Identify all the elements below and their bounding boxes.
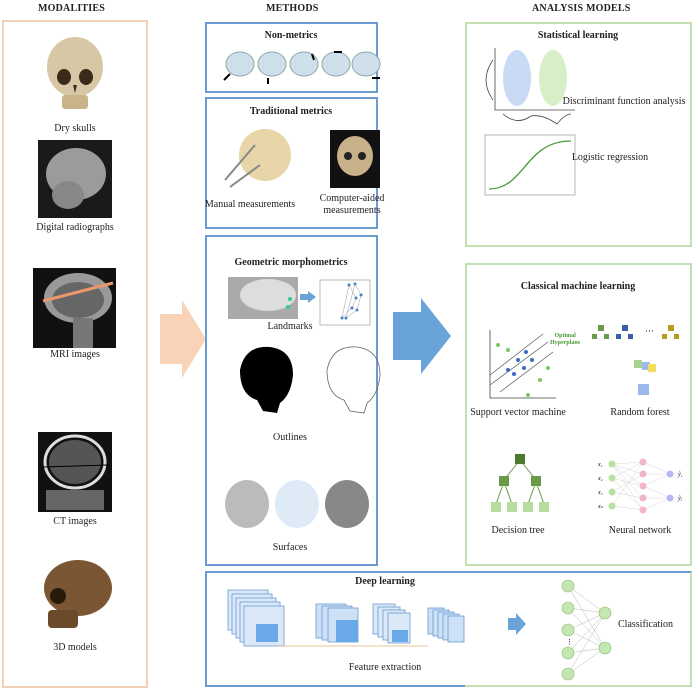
statistical-learning-title: Statistical learning — [537, 30, 619, 41]
label-digital-radiographs: Digital radiographs — [36, 222, 114, 233]
label-computer-aided-1: Computer-aided — [319, 193, 385, 204]
svg-text:xₙ: xₙ — [597, 504, 604, 510]
svg-text:x₁: x₁ — [597, 462, 603, 468]
svg-text:ŷ₁: ŷ₁ — [677, 472, 683, 478]
orange-arrow-icon — [160, 300, 206, 378]
label-manual-measurements: Manual measurements — [204, 199, 296, 210]
classical-ml-panel — [465, 263, 692, 566]
svg-text:···: ··· — [645, 326, 654, 336]
small-arrow-icon — [300, 291, 316, 303]
label-feature-extraction: Feature extraction — [348, 662, 422, 673]
svm-plot — [489, 330, 556, 399]
cnn-feature-maps — [227, 589, 465, 647]
random-forest-diagram: ··· — [592, 325, 679, 395]
neural-network-diagram: x₁ x₂ x₃ xₙ ŷ₁ ŷⱼ — [597, 458, 683, 514]
ct-image — [38, 432, 112, 512]
svg-text:x₂: x₂ — [597, 476, 603, 482]
svg-text:x₃: x₃ — [597, 490, 603, 496]
surface-skulls-image — [225, 480, 369, 528]
landmark-plot — [319, 279, 371, 326]
deep-learning-blue-edge — [205, 685, 465, 687]
label-outlines: Outlines — [273, 432, 307, 443]
classification-network: ⋮ — [561, 579, 612, 681]
radiograph-image — [38, 140, 112, 218]
caliper-skull-image — [224, 129, 291, 188]
label-dfa: Discriminant function analysis — [562, 96, 686, 107]
deep-learning-title: Deep learning — [355, 576, 415, 587]
label-logistic-regression: Logistic regression — [571, 152, 649, 163]
geometric-morphometrics-title: Geometric morphometrics — [234, 257, 348, 268]
label-computer-aided-2: measurements — [323, 205, 381, 216]
outline-contour-image — [326, 346, 381, 414]
label-neural-network: Neural network — [608, 525, 672, 536]
3d-model-image — [44, 560, 112, 628]
dfa-plot — [485, 48, 575, 125]
header-modalities: MODALITIES — [38, 3, 106, 14]
decision-tree-diagram — [491, 454, 549, 512]
mri-image — [33, 268, 116, 348]
modalities-panel — [2, 20, 148, 688]
header-analysis: ANALYSIS MODELS — [532, 3, 631, 14]
label-surfaces: Surfaces — [272, 542, 308, 553]
computer-skull-image — [330, 130, 380, 188]
label-landmarks: Landmarks — [267, 321, 313, 332]
dry-skull-image — [47, 37, 103, 109]
deep-arrow-icon — [508, 613, 526, 635]
label-ct-images: CT images — [53, 516, 97, 527]
statistical-learning-panel — [465, 22, 692, 247]
svg-text:ŷⱼ: ŷⱼ — [677, 496, 683, 502]
label-3d-models: 3D models — [53, 642, 97, 653]
geometric-morphometrics-panel — [205, 235, 378, 566]
label-dry-skulls: Dry skulls — [54, 123, 96, 134]
label-random-forest: Random forest — [610, 407, 670, 418]
blue-arrow-icon — [393, 298, 451, 374]
traditional-metrics-title: Traditional metrics — [249, 106, 333, 117]
non-metrics-title: Non-metrics — [264, 30, 318, 41]
logistic-regression-plot — [484, 134, 576, 196]
svm-note-2: Hyperplane — [550, 340, 581, 346]
classical-ml-title: Classical machine learning — [520, 281, 636, 292]
svg-text:⋮: ⋮ — [566, 638, 573, 646]
label-classification: Classification — [618, 619, 673, 630]
landmark-radiograph-image — [228, 277, 298, 319]
non-metric-skulls-image — [223, 51, 381, 84]
svm-note-1: Optimal — [554, 333, 576, 339]
label-decision-tree: Decision tree — [491, 525, 545, 536]
header-methods: METHODS — [266, 3, 319, 14]
label-mri-images: MRI images — [50, 349, 100, 360]
outline-filled-image — [240, 346, 293, 413]
label-svm: Support vector machine — [470, 407, 566, 418]
